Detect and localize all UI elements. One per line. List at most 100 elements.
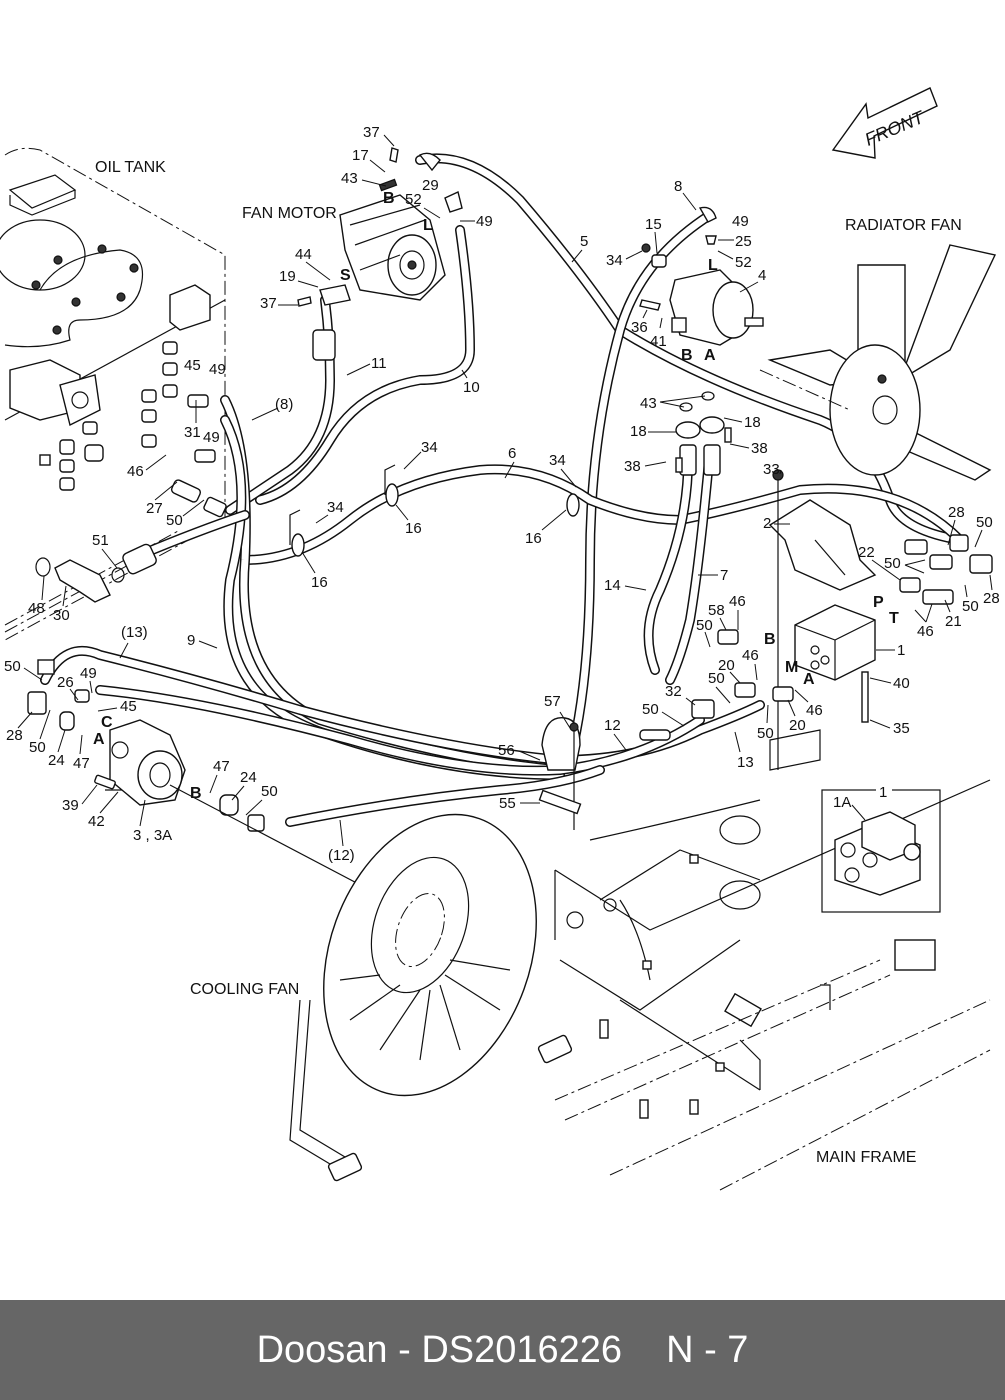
callout-label: 50: [261, 783, 278, 800]
cooling-fan-label: COOLING FAN: [190, 981, 299, 998]
bracket-2: [768, 469, 877, 770]
callout-label: 35: [893, 720, 910, 737]
callout-label: 49: [203, 429, 220, 446]
callout-label: 4: [758, 267, 766, 284]
clamp-56: [538, 717, 582, 830]
callout-label: 34: [421, 439, 438, 456]
port-motor4-B: B: [681, 347, 693, 364]
port-valve-A: A: [803, 671, 815, 688]
callout-label: 20: [718, 657, 735, 674]
callout-label: 42: [88, 813, 105, 830]
port-valve-T: T: [889, 610, 899, 627]
radiator-fan-label: RADIATOR FAN: [845, 217, 962, 234]
tank-hose-fittings: [35, 394, 227, 603]
callout-label: 49: [476, 213, 493, 230]
valve-block-1: [769, 604, 876, 771]
callout-label: 45: [120, 698, 137, 715]
callout-label: 16: [311, 574, 328, 591]
callout-label: 57: [544, 693, 561, 710]
callout-label: 49: [209, 361, 226, 378]
callout-label: 46: [917, 623, 934, 640]
callout-label: 17: [352, 147, 369, 164]
callout-label: 31: [184, 424, 201, 441]
callout-label: 13: [737, 754, 754, 771]
port-fan-motor-S: S: [340, 267, 351, 284]
callout-label: 50: [976, 514, 993, 531]
footer-caption: Doosan - DS2016226 N - 7: [0, 1300, 1005, 1400]
callout-label: 20: [789, 717, 806, 734]
callout-label: 43: [341, 170, 358, 187]
footer-separator: -: [387, 1328, 422, 1371]
callout-label: 47: [73, 755, 90, 772]
callout-label: (13): [121, 624, 148, 641]
tank-side-fittings: [39, 341, 178, 491]
callout-label: 34: [549, 452, 566, 469]
footer-part-number: DS2016226: [421, 1328, 623, 1371]
callout-label: 38: [751, 440, 768, 457]
callout-label: 48: [28, 600, 45, 617]
oil-tank-label: OIL TANK: [95, 159, 166, 176]
callout-label: 22: [858, 544, 875, 561]
callout-label: 38: [624, 458, 641, 475]
callout-label: 52: [405, 191, 422, 208]
callout-label: 1: [879, 784, 887, 801]
callout-label: 37: [363, 124, 380, 141]
callout-label: 50: [696, 617, 713, 634]
footer-page-ref: N - 7: [666, 1328, 749, 1371]
callout-label: 28: [6, 727, 23, 744]
valve-1-inset: [821, 782, 941, 913]
port-motor4-A: A: [704, 347, 716, 364]
port-motor4-L: L: [708, 257, 718, 274]
callout-label: 46: [742, 647, 759, 664]
fan-motor: [297, 147, 463, 361]
callout-label: 37: [260, 295, 277, 312]
callout-label: 27: [146, 500, 163, 517]
callout-label: 12: [604, 717, 621, 734]
pump-3: [27, 659, 371, 891]
callout-label: 33: [763, 461, 780, 478]
callout-label: 16: [525, 530, 542, 547]
callout-label: 25: [735, 233, 752, 250]
callout-label: 46: [127, 463, 144, 480]
callout-label: 50: [4, 658, 21, 675]
callout-label: 50: [166, 512, 183, 529]
callout-label: 46: [729, 593, 746, 610]
port-pump-B: B: [190, 785, 202, 802]
callout-label: 28: [948, 504, 965, 521]
callout-label: 50: [642, 701, 659, 718]
callout-label: 50: [757, 725, 774, 742]
callout-label: 18: [630, 423, 647, 440]
callout-label: 50: [29, 739, 46, 756]
callout-label: 15: [645, 216, 662, 233]
port-fan-motor-L: L: [423, 217, 433, 234]
callout-label: 34: [606, 252, 623, 269]
radiator-fan: [759, 244, 997, 481]
callout-label: 21: [945, 613, 962, 630]
callout-label: 58: [708, 602, 725, 619]
port-fan-motor-B: B: [383, 190, 395, 207]
callout-label: 14: [604, 577, 621, 594]
callout-label: 1A: [833, 794, 851, 811]
callout-label: 10: [463, 379, 480, 396]
callout-label: 7: [720, 567, 728, 584]
hose-clamps: [289, 464, 580, 557]
callout-label: 52: [735, 254, 752, 271]
callout-label: 2: [763, 515, 771, 532]
callout-label: 5: [580, 233, 588, 250]
callout-label: 51: [92, 532, 109, 549]
callout-label: 41: [650, 333, 667, 350]
callout-label: 49: [80, 665, 97, 682]
callout-label: 6: [508, 445, 516, 462]
callout-label: 16: [405, 520, 422, 537]
callout-label: 44: [295, 246, 312, 263]
callout-label: 49: [732, 213, 749, 230]
callout-label: 26: [57, 674, 74, 691]
callout-label: 18: [744, 414, 761, 431]
section-labels: OIL TANK FAN MOTOR RADIATOR FAN COOLING …: [95, 159, 962, 1166]
callout-label: 9: [187, 632, 195, 649]
callout-label: 34: [327, 499, 344, 516]
port-pump-A: A: [93, 731, 105, 748]
callout-label: 46: [806, 702, 823, 719]
motor-4: [639, 206, 764, 476]
front-arrow: FRONT: [831, 87, 938, 159]
